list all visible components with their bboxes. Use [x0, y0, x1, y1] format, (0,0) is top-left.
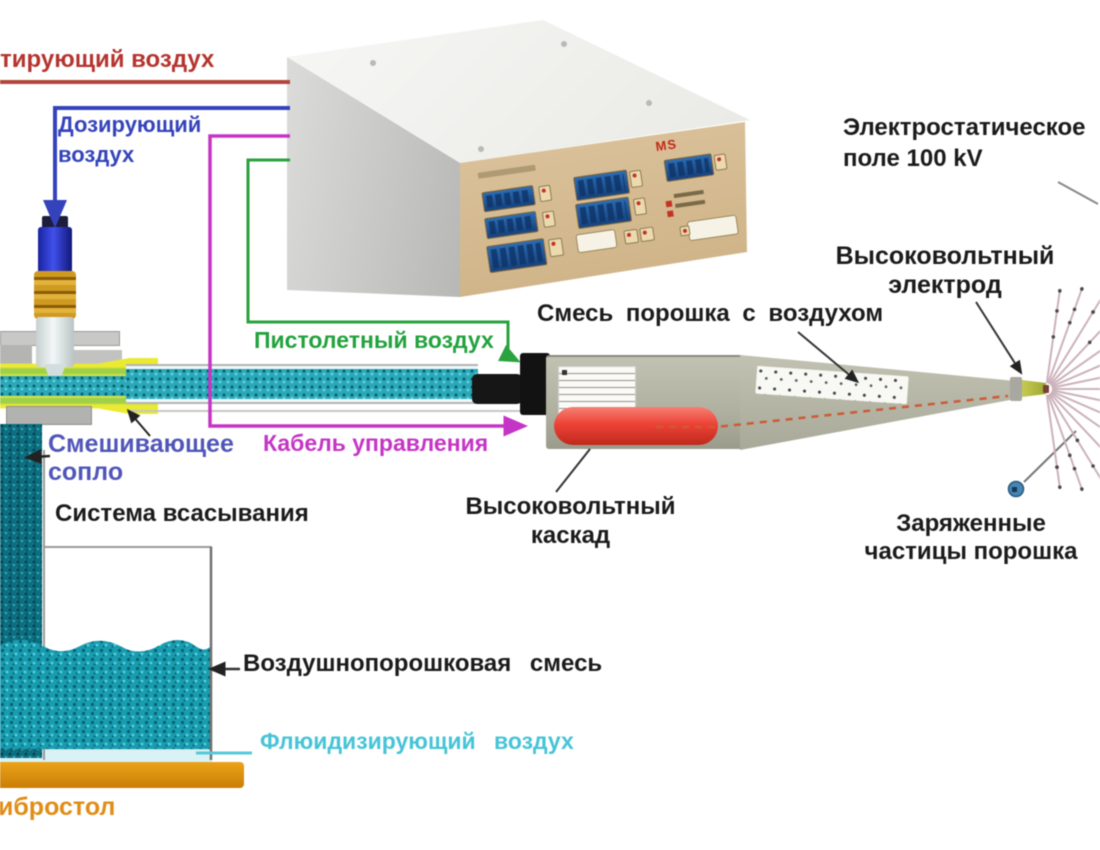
high-voltage-cascade [554, 407, 718, 445]
label-electrostatic-field: Электростатическое поле 100 kV [843, 114, 1086, 172]
panel-button[interactable] [541, 210, 556, 228]
panel-button[interactable] [547, 237, 565, 258]
powder-container-walls [43, 450, 212, 760]
field-pointer [1057, 181, 1099, 205]
screw-icon [478, 146, 484, 152]
powder-hose [126, 364, 478, 404]
panel-button[interactable] [623, 228, 640, 245]
label-control-cable: Кабель управления [263, 430, 489, 456]
panel-button[interactable] [632, 197, 648, 216]
screw-icon [646, 100, 652, 106]
display-screen [573, 169, 631, 202]
fluidized-powder [0, 639, 210, 749]
display-screen [484, 210, 539, 240]
label-suction-system: Система всасывания [55, 500, 309, 527]
hose-connector [472, 374, 522, 404]
label-dosing-air: Дозирующий воздух [58, 112, 202, 167]
display-screen [575, 196, 633, 230]
panel-button[interactable] [713, 153, 728, 171]
panel-nameplate [575, 228, 618, 254]
injector-nozzle [36, 317, 74, 367]
label-mixing-nozzle: Смешивающее сопло [48, 430, 234, 486]
label-gun-air: Пистолетный воздух [254, 327, 494, 353]
panel-button[interactable] [628, 169, 644, 189]
cascade-pointer [555, 448, 591, 493]
suction-tube-powder [0, 424, 42, 758]
label-transport-air: тирующий воздух [0, 46, 215, 73]
label-hv-cascade: Высоковольтный каскад [465, 493, 676, 549]
label-hv-electrode: Высоковольтный электрод [835, 242, 1055, 299]
injector-nozzle-tip [44, 364, 66, 376]
suction-tube-fitting [6, 406, 92, 425]
gun-rear-cap [520, 353, 550, 415]
electrode-pointer [975, 301, 1023, 375]
electrode-tip [1022, 380, 1046, 397]
screw-icon [370, 60, 376, 66]
panel-nameplate [686, 214, 739, 242]
electrode-point [1043, 385, 1049, 393]
charged-particle-dot [1007, 480, 1025, 498]
hose-shadow-line [128, 410, 542, 412]
label-air-powder-mix: Воздушнопорошковая смесь [243, 650, 603, 677]
label-vibrating-table: ибростол [0, 793, 116, 821]
label-charged-particles: Заряженные частицы порошка [864, 510, 1078, 565]
brand-logo: MS [654, 136, 679, 155]
screw-icon [561, 41, 567, 47]
powder-stream [0, 376, 134, 396]
panel-button[interactable] [538, 184, 553, 203]
label-fluidizing-air: Флюидизирующий воздух [260, 728, 574, 754]
powder-hose-flow [126, 369, 478, 399]
dosing-air-inlet [38, 227, 72, 273]
charged-particle-pointer [1023, 430, 1077, 483]
injector-brass-body [34, 271, 76, 319]
display-screen [481, 185, 536, 213]
panel-brand-text [477, 164, 536, 179]
fluidizing-air-plenum [0, 748, 212, 763]
label-powder-air-mix: Смесь порошка с воздухом [537, 300, 884, 327]
display-screen [486, 238, 548, 274]
panel-button[interactable] [639, 226, 655, 243]
electrostatic-spray-fan [1045, 286, 1100, 492]
display-screen [663, 153, 715, 182]
indicator-led-row [666, 199, 706, 218]
vibrating-table [0, 762, 244, 788]
nozzle-ring [1010, 377, 1022, 401]
charged-particle-core [1012, 487, 1017, 492]
panel-button[interactable] [679, 225, 691, 237]
